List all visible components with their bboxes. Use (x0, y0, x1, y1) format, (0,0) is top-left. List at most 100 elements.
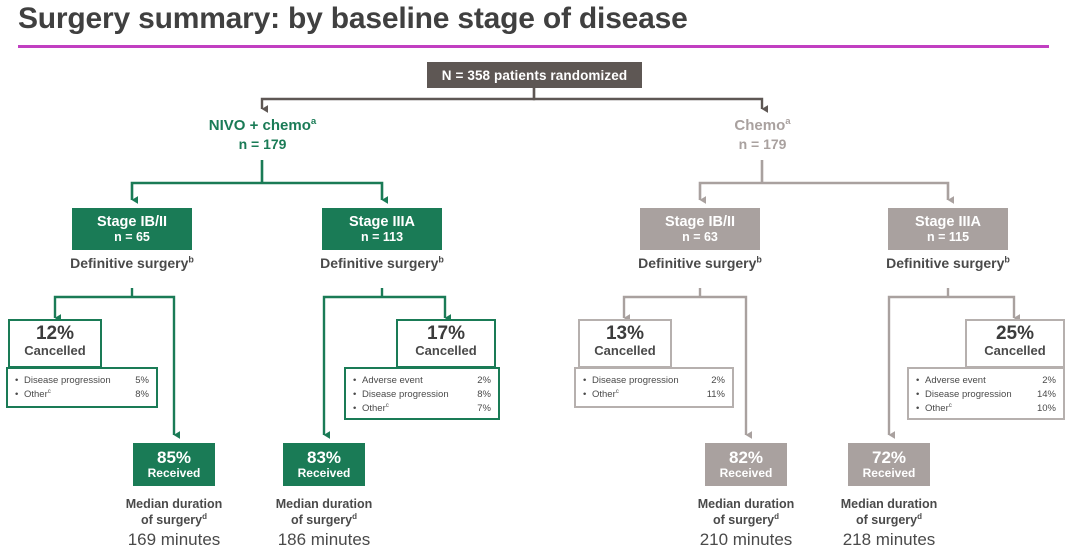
bullet-icon: • (353, 389, 357, 401)
received-box-col2: 83% Received (283, 443, 365, 486)
cancelled-label: Cancelled (594, 342, 656, 358)
median-line2: of surgery (712, 513, 775, 527)
arm-n: n = 179 (738, 135, 787, 152)
median-value: 169 minutes (127, 530, 221, 549)
arm-label-chemo: Chemoa n = 179 (660, 117, 865, 155)
definitive-surgery-superscript: b (756, 254, 762, 265)
stage-box-chemo-ib-ii: Stage IB/II n = 63 (640, 208, 760, 250)
reason-value: 2% (711, 375, 725, 386)
reason-label: Other (925, 403, 949, 415)
definitive-surgery-label-col2: Definitive surgeryb (282, 255, 482, 271)
bullet-icon: • (916, 403, 920, 415)
median-line2: of surgery (855, 513, 918, 527)
median-line1: Median duration (125, 497, 223, 511)
cancelled-box-col1: 12% Cancelled (8, 319, 102, 368)
cancelled-label: Cancelled (984, 342, 1046, 358)
reason-row: • Adverse event 2% (916, 374, 1056, 388)
stage-n: n = 63 (682, 230, 718, 245)
bullet-icon: • (353, 375, 357, 386)
median-line1: Median duration (275, 497, 373, 511)
reason-value: 11% (706, 389, 725, 401)
arm-name: Chemo (734, 117, 786, 134)
title-accent-rule (18, 45, 1049, 48)
median-line2: of surgery (140, 513, 203, 527)
bullet-icon: • (353, 403, 357, 415)
stage-title: Stage IB/II (664, 213, 736, 230)
title-bar: Surgery summary: by baseline stage of di… (0, 0, 1067, 52)
received-label: Received (297, 466, 351, 481)
bullet-icon: • (916, 389, 920, 401)
median-superscript: d (774, 511, 780, 521)
definitive-surgery-text: Definitive surgery (886, 255, 1005, 271)
median-duration-col3: Median duration of surgeryd 210 minutes (651, 496, 841, 550)
bullet-icon: • (15, 389, 19, 401)
arm-superscript: a (310, 116, 317, 127)
reason-label: Other (24, 389, 48, 401)
definitive-surgery-label-col1: Definitive surgeryb (32, 255, 232, 271)
stage-box-nivo-ib-ii: Stage IB/II n = 65 (72, 208, 192, 250)
median-value: 218 minutes (842, 530, 936, 549)
median-value: 186 minutes (277, 530, 371, 549)
median-superscript: d (917, 511, 923, 521)
reason-label: Adverse event (362, 375, 423, 386)
received-percent: 85% (156, 448, 192, 468)
reason-value: 2% (1042, 375, 1056, 386)
definitive-surgery-label-col3: Definitive surgeryb (600, 255, 800, 271)
reason-label: Other (362, 403, 386, 415)
received-label: Received (862, 466, 916, 481)
definitive-surgery-text: Definitive surgery (320, 255, 439, 271)
cancelled-percent: 13% (605, 323, 645, 344)
received-label: Received (719, 466, 773, 481)
definitive-surgery-superscript: b (438, 254, 444, 265)
median-superscript: d (202, 511, 208, 521)
received-box-col4: 72% Received (848, 443, 930, 486)
cancelled-label: Cancelled (24, 342, 86, 358)
received-percent: 72% (871, 448, 907, 468)
median-line1: Median duration (697, 497, 795, 511)
received-box-col3: 82% Received (705, 443, 787, 486)
reason-label: Adverse event (925, 375, 986, 386)
received-box-col1: 85% Received (133, 443, 215, 486)
reason-superscript: c (47, 387, 51, 395)
root-label: N = 358 patients randomized (441, 67, 628, 83)
bullet-icon: • (916, 375, 920, 386)
reason-value: 5% (135, 375, 149, 386)
definitive-surgery-superscript: b (1004, 254, 1010, 265)
reason-value: 8% (135, 389, 149, 401)
cancelled-box-col3: 13% Cancelled (578, 319, 672, 368)
definitive-surgery-label-col4: Definitive surgeryb (848, 255, 1048, 271)
root-node-randomized: N = 358 patients randomized (427, 62, 642, 88)
reason-label: Disease progression (362, 389, 449, 401)
reason-row: • Otherc 11% (583, 388, 725, 402)
received-percent: 82% (728, 448, 764, 468)
stage-n: n = 115 (926, 230, 970, 245)
bullet-icon: • (583, 375, 587, 386)
stage-box-nivo-iiia: Stage IIIA n = 113 (322, 208, 442, 250)
definitive-surgery-text: Definitive surgery (638, 255, 757, 271)
reason-label: Disease progression (24, 375, 111, 386)
reason-value: 8% (477, 389, 491, 401)
reason-superscript: c (615, 387, 619, 395)
reason-superscript: c (385, 401, 389, 409)
bullet-icon: • (583, 389, 587, 401)
reason-label: Other (592, 389, 616, 401)
cancelled-box-col4: 25% Cancelled (965, 319, 1065, 368)
stage-n: n = 113 (360, 230, 404, 245)
arm-superscript: a (785, 116, 791, 127)
page-title: Surgery summary: by baseline stage of di… (18, 2, 688, 35)
reason-value: 10% (1036, 403, 1056, 415)
stage-title: Stage IIIA (914, 213, 982, 230)
stage-box-chemo-iiia: Stage IIIA n = 115 (888, 208, 1008, 250)
